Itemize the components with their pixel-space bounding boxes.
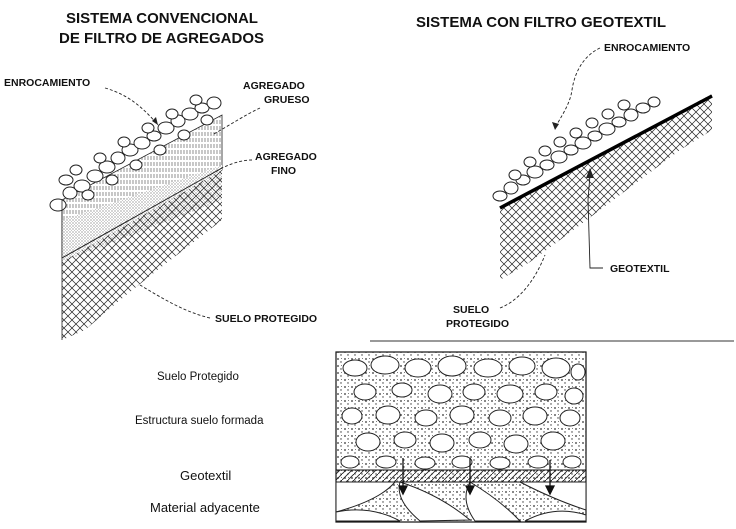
label-suelo-2-right: PROTEGIDO: [446, 318, 509, 330]
geotextile-band: [336, 470, 586, 482]
left-panel: SISTEMA CONVENCIONAL DE FILTRO DE AGREGA…: [4, 10, 317, 340]
label-suelo-1-right: SUELO: [453, 304, 489, 316]
label-enrocamiento-left: ENROCAMIENTO: [4, 77, 90, 89]
protected-soil-mesh-right: [500, 94, 712, 280]
label-geotextil-right: GEOTEXTIL: [610, 263, 670, 275]
right-title: SISTEMA CON FILTRO GEOTEXTIL: [416, 14, 666, 31]
label-suelo-protegido-bottom: Suelo Protegido: [157, 371, 239, 383]
right-panel: SISTEMA CON FILTRO GEOTEXTIL ENROCAMIENT…: [370, 14, 734, 341]
label-geotextil-bottom: Geotextil: [180, 468, 231, 483]
bottom-panel: Suelo Protegido Estructura suelo formada…: [135, 352, 586, 522]
label-material: Material adyacente: [150, 500, 260, 515]
left-title-line2: DE FILTRO DE AGREGADOS: [59, 30, 264, 47]
label-agregado-grueso-1: AGREGADO: [243, 80, 305, 92]
label-enrocamiento-right: ENROCAMIENTO: [604, 42, 690, 54]
label-agregado-grueso-2: GRUESO: [264, 94, 310, 106]
label-agregado-fino-1: AGREGADO: [255, 151, 317, 163]
label-estructura: Estructura suelo formada: [135, 415, 264, 427]
label-agregado-fino-2: FINO: [271, 165, 296, 177]
label-suelo-protegido-left: SUELO PROTEGIDO: [215, 313, 317, 325]
left-title-line1: SISTEMA CONVENCIONAL: [66, 10, 258, 27]
